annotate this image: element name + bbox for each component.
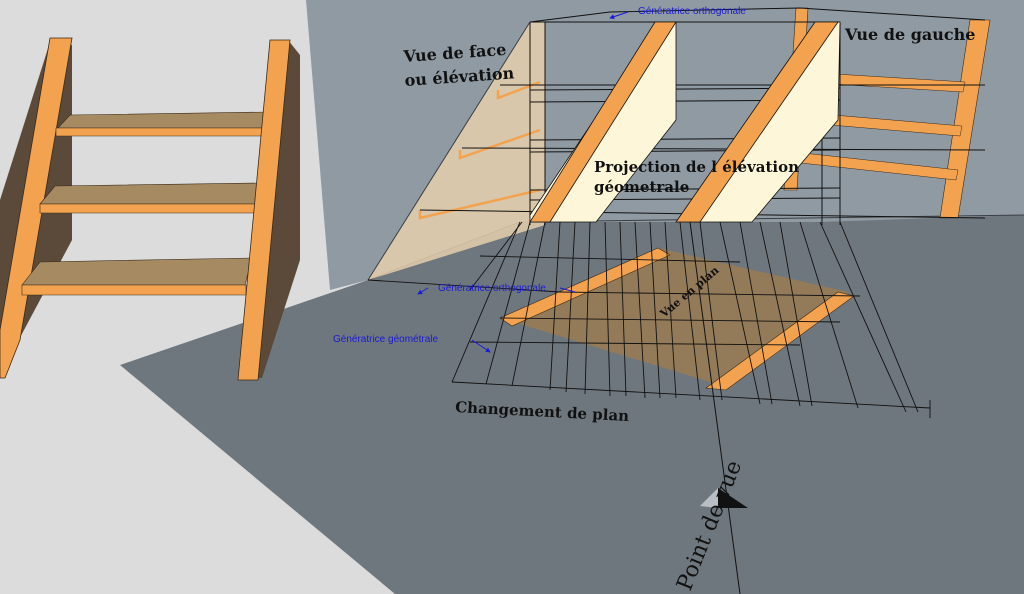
projection-label-line2: géometrale: [594, 178, 689, 196]
generatrix-geom-label: Génératrice géométrale: [333, 334, 438, 345]
generatrix-orth-floor-label: Génératrice orthogonale: [438, 283, 546, 294]
viewpoint-axis: [689, 221, 741, 594]
arrow-generatrix-geom: [471, 339, 491, 353]
front-elevation-view: [367, 21, 545, 281]
geometral-projection: [529, 21, 841, 223]
arrow-generatrix-floor-right: [559, 287, 576, 293]
generatrix-orth-top-label: Génératrice orthogonale: [638, 6, 746, 17]
arrow-generatrix-floor: [417, 287, 429, 295]
tread-bottom-front: [21, 284, 247, 296]
elevation-step-1: [418, 188, 541, 220]
left-view-label: Vue de gauche: [844, 25, 975, 44]
projection-label-line1: Projection de l élévation: [594, 158, 799, 176]
elevation-step-3: [496, 80, 541, 100]
viewpoint-marker-light: [700, 488, 718, 508]
right-stringer-edge: [237, 39, 291, 381]
tread-bottom: [21, 257, 253, 286]
elevation-shape: [368, 22, 545, 280]
arrow-generatrix-top: [609, 11, 629, 20]
left-stringer-edge: [0, 37, 73, 379]
tread-middle-front: [39, 203, 257, 214]
plan-view: [499, 247, 855, 391]
viewpoint-marker: [718, 488, 748, 508]
plan-stringer-left: [499, 247, 671, 327]
projected-stringer-left-edge: [529, 21, 677, 223]
elevation-edge: [367, 21, 531, 281]
tread-middle: [39, 182, 263, 205]
tread-top-front: [55, 127, 263, 137]
elevation-step-2: [458, 128, 541, 160]
floor-guide-lines: [367, 221, 931, 418]
projection-lines: [451, 221, 919, 413]
real-staircase: [0, 37, 300, 381]
